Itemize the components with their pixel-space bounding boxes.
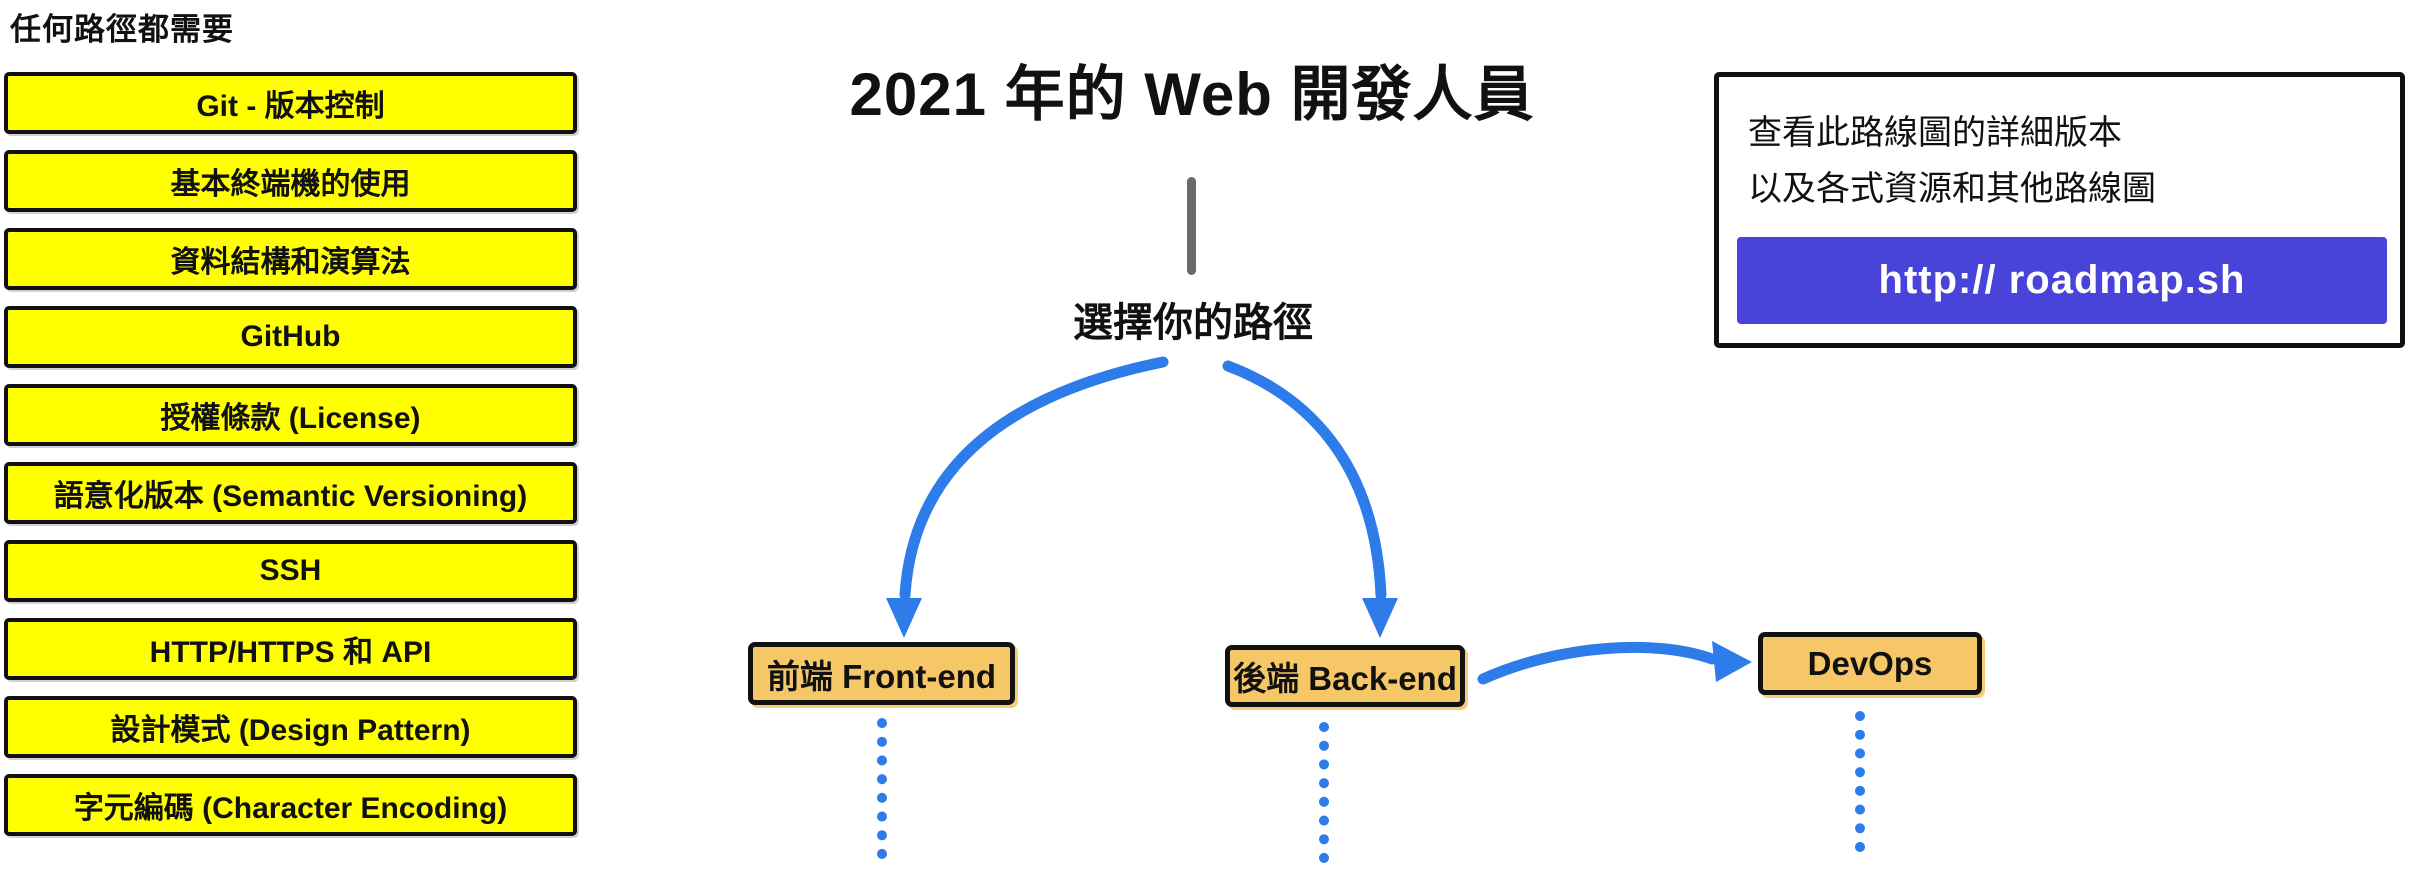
arrowhead-devops-icon [1712,641,1752,682]
node-backend[interactable]: 後端 Back-end [1225,645,1465,707]
arrow-backend-to-devops [1477,641,1718,685]
topic-box-license[interactable]: 授權條款 (License) [4,384,577,446]
topic-box-http-api[interactable]: HTTP/HTTPS 和 API [4,618,577,680]
topic-box-character-encoding[interactable]: 字元編碼 (Character Encoding) [4,774,577,836]
info-box-line2: 以及各式資源和其他路線圖 [1748,170,2156,208]
arrowhead-backend-icon [1362,598,1398,638]
topic-box-design-pattern[interactable]: 設計模式 (Design Pattern) [4,696,577,758]
topic-box-data-structures[interactable]: 資料結構和演算法 [4,228,577,290]
info-box: 查看此路線圖的詳細版本 以及各式資源和其他路線圖 http:// roadmap… [1714,72,2405,348]
page-title: 2021 年的 Web 開發人員 [849,61,1535,128]
topic-box-semver[interactable]: 語意化版本 (Semantic Versioning) [4,462,577,524]
node-devops[interactable]: DevOps [1758,632,1982,695]
arrowhead-frontend-icon [886,598,922,638]
arrow-to-backend [1222,360,1387,601]
topic-box-ssh[interactable]: SSH [4,540,577,602]
topic-box-git[interactable]: Git - 版本控制 [4,72,577,134]
topic-box-terminal[interactable]: 基本終端機的使用 [4,150,577,212]
choose-path-label: 選擇你的路徑 [1073,301,1313,345]
info-box-line1: 查看此路線圖的詳細版本 [1748,114,2122,152]
node-frontend[interactable]: 前端 Front-end [748,642,1015,705]
roadmap-url-button[interactable]: http:// roadmap.sh [1737,237,2387,324]
left-panel-heading: 任何路徑都需要 [10,12,234,47]
title-stem-line [1187,177,1196,275]
arrow-to-frontend [899,356,1169,601]
topic-box-github[interactable]: GitHub [4,306,577,368]
